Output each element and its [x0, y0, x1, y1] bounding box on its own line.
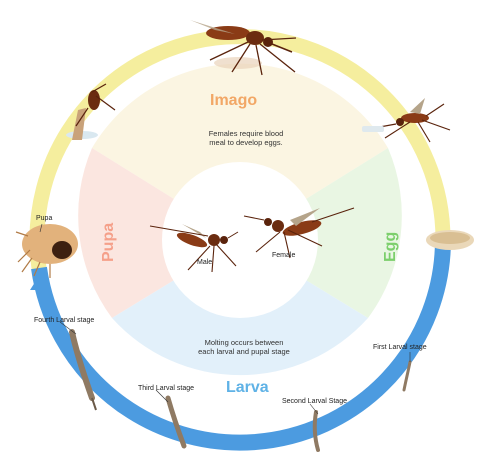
molting-note-line1: Molting occurs between	[188, 338, 300, 347]
stage-pupa-label: Pupa	[100, 223, 118, 262]
second-larval-label: Second Larval Stage	[282, 398, 347, 405]
female-label: Female	[272, 252, 295, 259]
imago-note: Females require blood meal to develop eg…	[196, 129, 296, 147]
molting-note: Molting occurs between each larval and p…	[188, 338, 300, 356]
imago-mosquito-top	[190, 20, 296, 75]
imago-note-line1: Females require blood	[196, 129, 296, 138]
fourth-larval-label: Fourth Larval stage	[34, 317, 94, 324]
stage-egg-label: Egg	[382, 232, 400, 262]
egg-raft	[426, 230, 474, 250]
third-larval-label: Third Larval stage	[138, 385, 194, 392]
imago-note-line2: meal to develop eggs.	[196, 138, 296, 147]
molting-note-line2: each larval and pupal stage	[188, 347, 300, 356]
male-label: Male	[197, 259, 212, 266]
stage-larva-label: Larva	[226, 379, 269, 397]
first-larval-label: First Larval stage	[373, 344, 427, 351]
stage-imago-label: Imago	[210, 92, 257, 110]
pupa-small-label: Pupa	[36, 215, 52, 222]
